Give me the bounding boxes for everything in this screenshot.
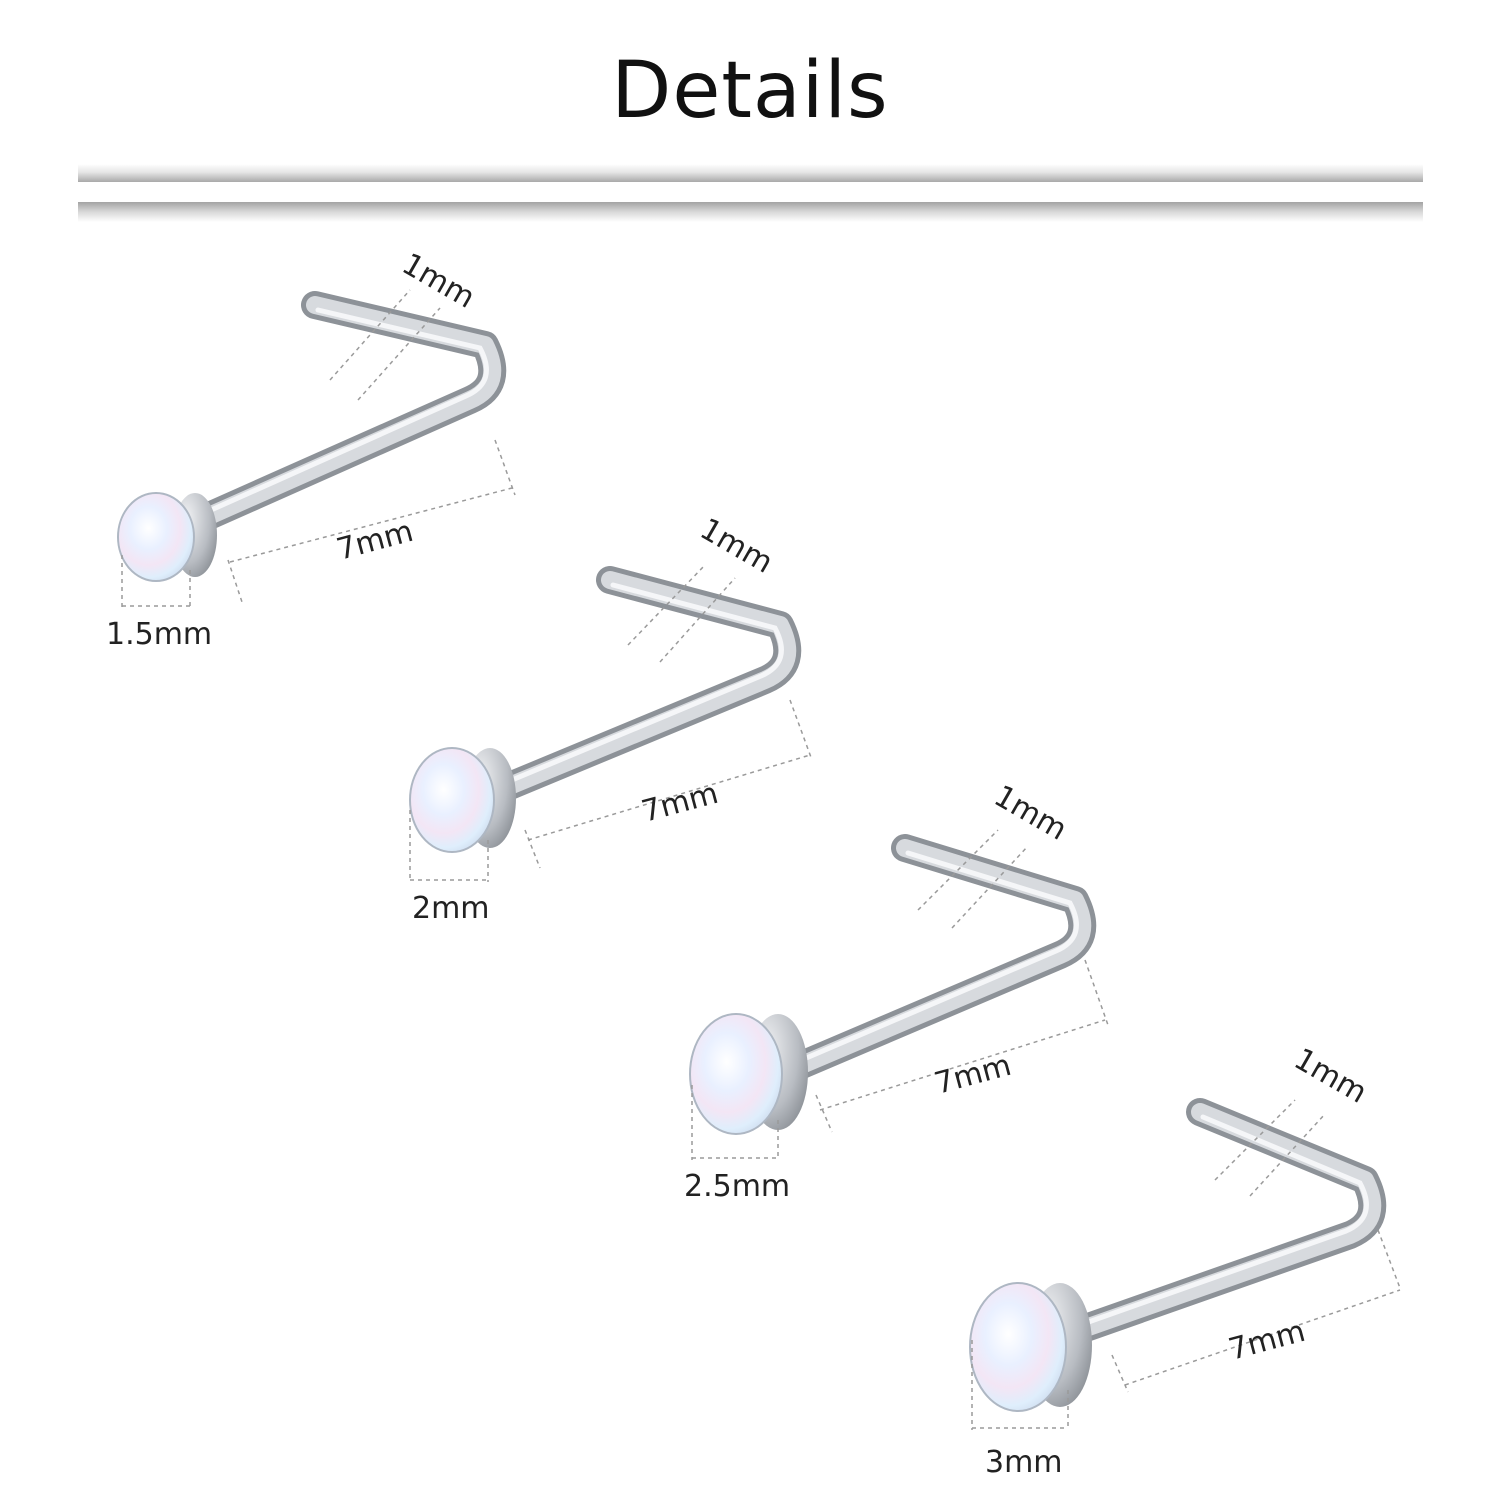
header-divider-top <box>78 164 1423 182</box>
dimension-lines <box>121 289 516 608</box>
gem-size-label: 1.5mm <box>106 617 212 652</box>
stud-post <box>186 291 507 534</box>
bend-length-label: 1mm <box>988 779 1073 848</box>
bend-length-label: 1mm <box>396 247 481 316</box>
nose-stud-1: 1.5mm 7mm 1mm <box>106 247 516 652</box>
opal-gem <box>689 1013 783 1135</box>
page-title: Details <box>611 46 889 136</box>
bar-length-label: 7mm <box>638 776 722 830</box>
nose-stud-3: 2.5mm 7mm 1mm <box>684 779 1109 1204</box>
dimension-lines <box>971 1099 1401 1430</box>
bend-length-label: 1mm <box>694 512 779 581</box>
opal-gem <box>117 492 195 582</box>
gem-size-label: 3mm <box>985 1445 1063 1480</box>
stud-post <box>486 566 802 804</box>
bar-length-label: 7mm <box>1225 1314 1309 1368</box>
opal-gem <box>409 747 495 853</box>
bar-length-label: 7mm <box>333 514 417 568</box>
nose-stud-2: 2mm 7mm 1mm <box>409 512 813 926</box>
opal-gem <box>969 1282 1067 1412</box>
nose-stud-4: 3mm 7mm 1mm <box>969 1042 1401 1480</box>
stud-post <box>776 834 1097 1084</box>
gem-size-label: 2mm <box>412 891 490 926</box>
dimension-lines <box>409 564 813 882</box>
bar-length-label: 7mm <box>931 1048 1015 1102</box>
dimension-lines <box>691 829 1109 1160</box>
bend-length-label: 1mm <box>1288 1042 1373 1111</box>
stud-post <box>1066 1098 1387 1344</box>
gem-size-label: 2.5mm <box>684 1169 790 1204</box>
header-divider-bottom <box>78 202 1423 222</box>
